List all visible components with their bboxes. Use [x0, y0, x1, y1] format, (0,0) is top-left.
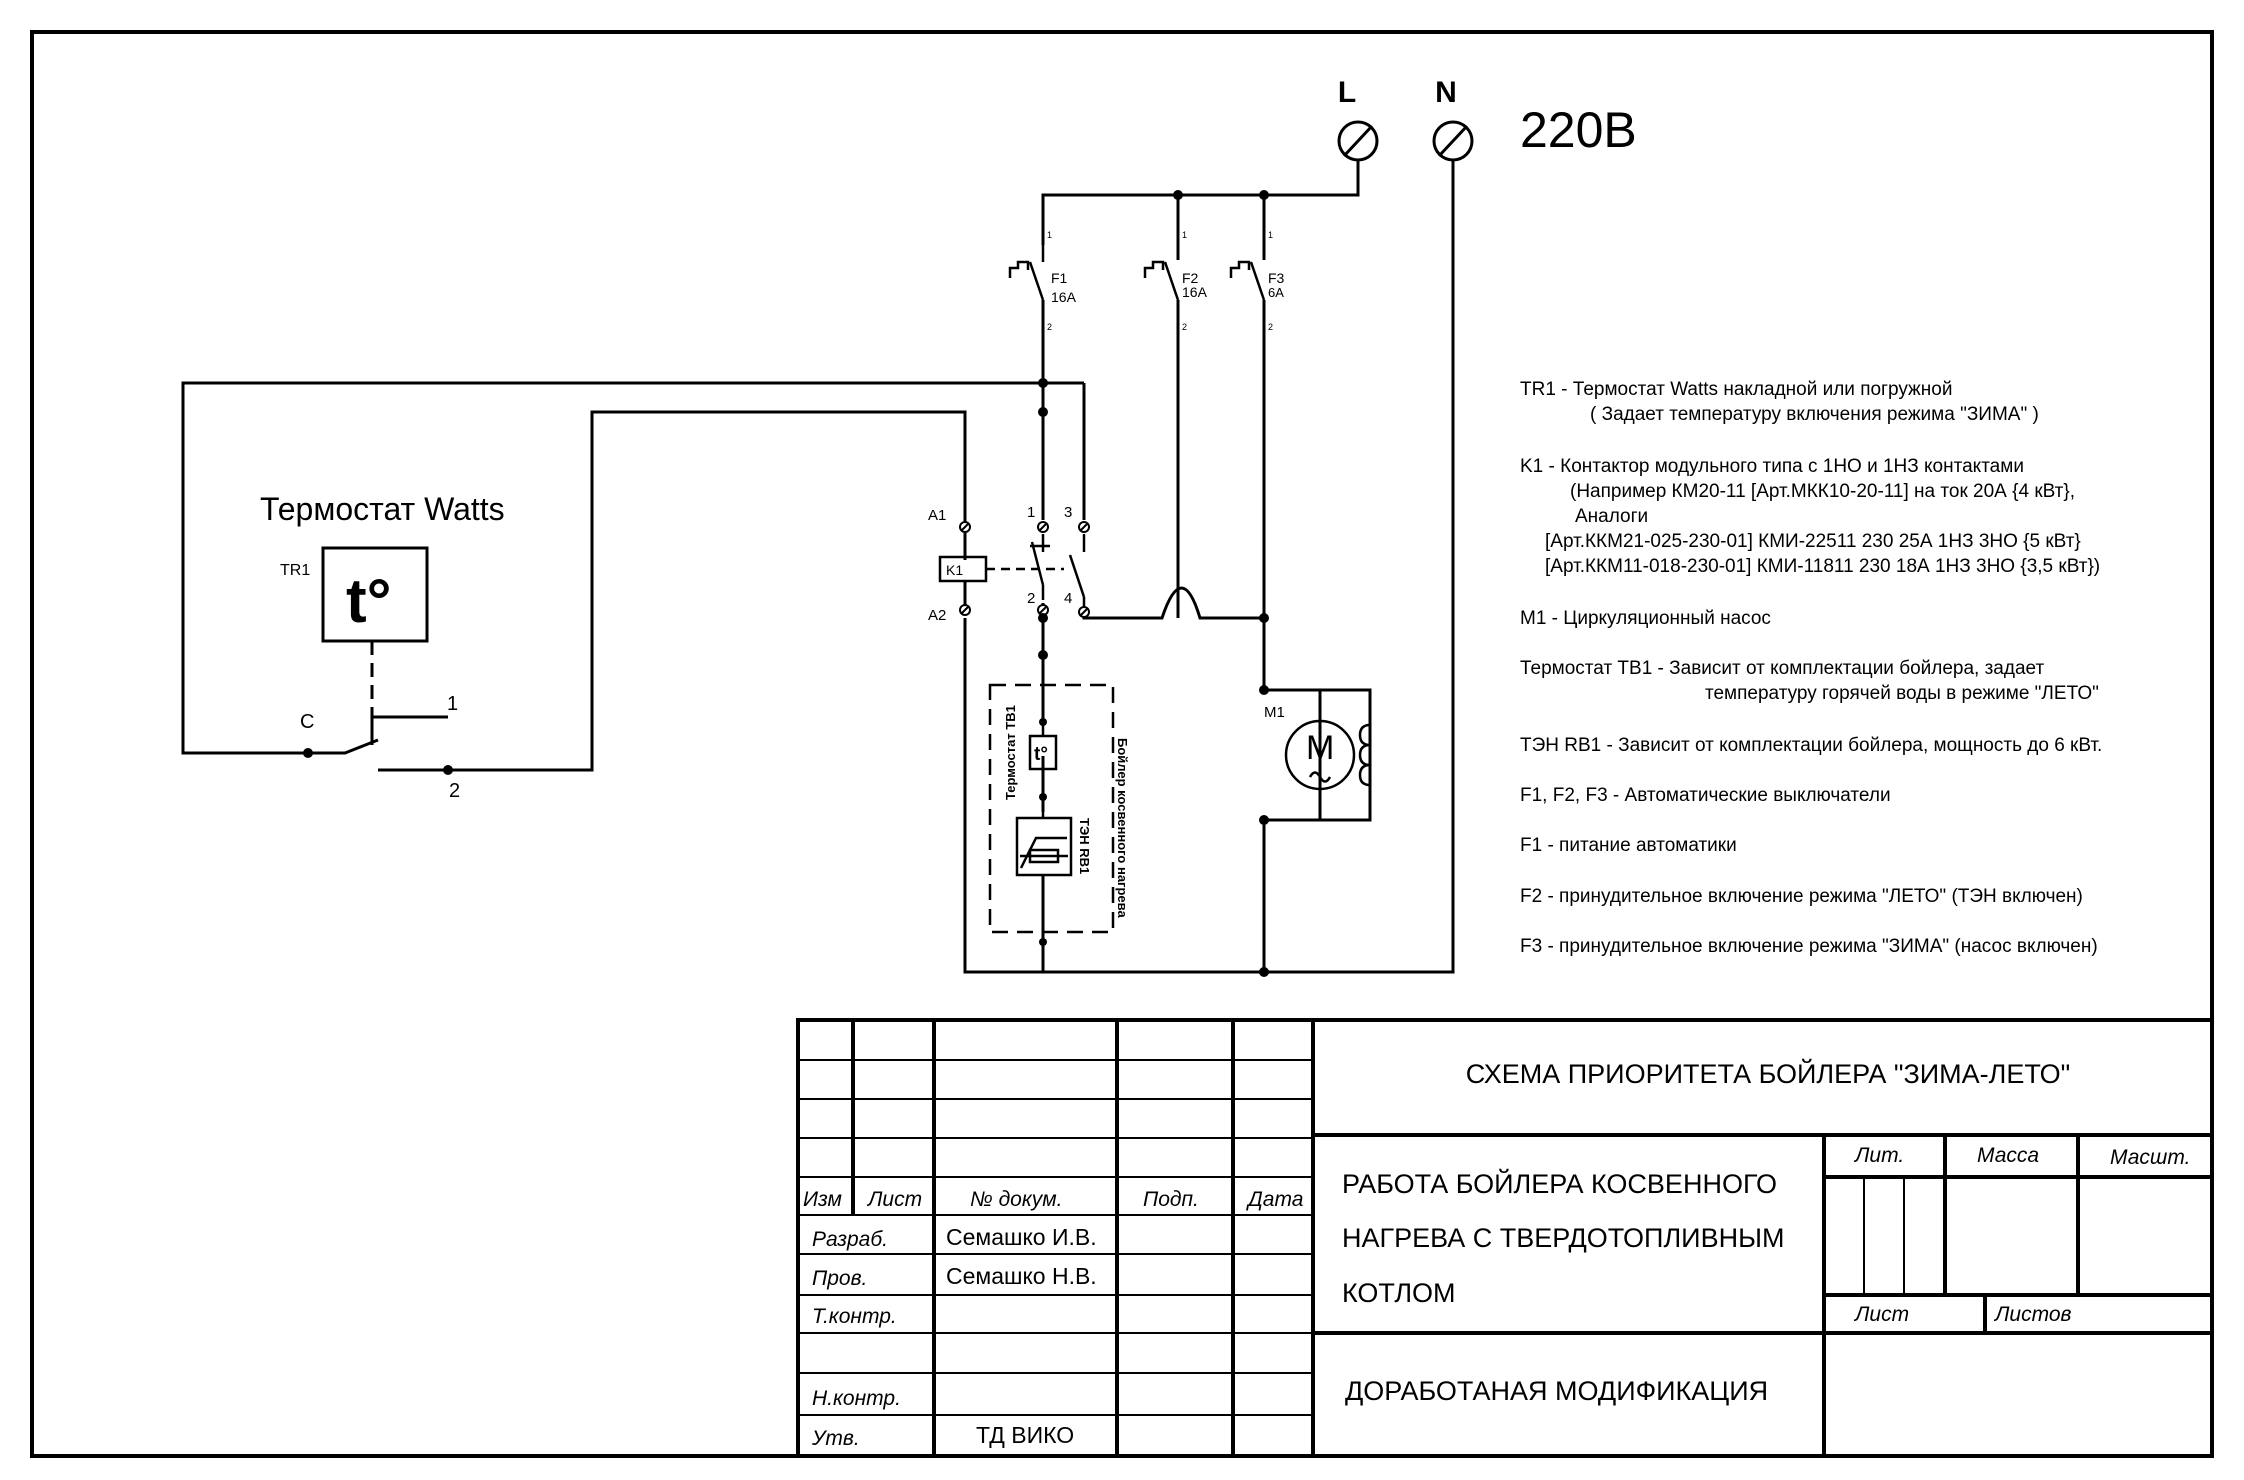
contactor-name: K1 — [946, 562, 963, 578]
legend-line: K1 - Контактор модульного типа с 1НО и 1… — [1520, 456, 2024, 477]
f2-pin-bottom: 2 — [1182, 322, 1187, 332]
boiler — [988, 683, 1115, 934]
f2-pin-top: 1 — [1182, 230, 1187, 240]
tr1-thermostat — [308, 546, 448, 772]
utv-name: ТД ВИКО — [976, 1422, 1074, 1448]
modification-note: ДОРАБОТАНАЯ МОДИФИКАЦИЯ — [1345, 1376, 1768, 1406]
legend-line: F3 - принудительное включение режима "ЗИ… — [1520, 936, 2098, 957]
legend-line: F2 - принудительное включение режима "ЛЕ… — [1520, 886, 2083, 907]
col-docnum: № докум. — [970, 1188, 1063, 1211]
breaker-f2-icon — [1143, 260, 1180, 301]
row-prov: Пров. — [812, 1267, 867, 1290]
col-date: Дата — [1246, 1188, 1303, 1211]
tr1-common-label: C — [300, 711, 314, 733]
prov-name: Семашко Н.В. — [946, 1263, 1097, 1289]
pump-winding-icon — [1358, 723, 1371, 787]
f2-rating: 16A — [1182, 284, 1208, 300]
supply-voltage: 220В — [1520, 102, 1637, 158]
f3-name: F3 — [1268, 270, 1285, 286]
tr1-out2-label: 2 — [449, 780, 460, 802]
legend-line: [Арт.ККМ21-025-230-01] КМИ-22511 230 25А… — [1545, 531, 2081, 552]
drawing-subtitle-3: КОТЛОМ — [1342, 1278, 1456, 1308]
row-razrab: Разраб. — [812, 1228, 888, 1251]
row-utv: Утв. — [811, 1427, 860, 1450]
tr1-box-icon — [321, 546, 429, 643]
drawing-subtitle-2: НАГРЕВА С ТВЕРДОТОПЛИВНЫМ — [1342, 1223, 1784, 1253]
f3-pin-top: 1 — [1268, 230, 1273, 240]
pump-ref: M1 — [1264, 704, 1285, 721]
drawing-subtitle-1: РАБОТА БОЙЛЕРА КОСВЕННОГО — [1342, 1168, 1777, 1199]
boiler-thermostat-symbol: t° — [1034, 744, 1048, 765]
col-lit: Лит. — [1853, 1144, 1904, 1167]
boiler-outline — [988, 683, 1115, 934]
tr1-title: Термостат Watts — [260, 491, 505, 527]
f3-rating: 6A — [1268, 285, 1284, 300]
breaker-labels: 1 F1 16A 2 1 F2 16A 2 1 F3 6A 2 — [1047, 230, 1285, 332]
pump-motor-icon — [1284, 719, 1356, 791]
col-masht: Масшт. — [2110, 1146, 2190, 1169]
tr1-nodes — [303, 748, 453, 775]
boiler-heater-icon — [1015, 816, 1073, 877]
boiler-thermostat-label: Термостат ТВ1 — [1003, 705, 1018, 800]
f1-rating: 16A — [1051, 289, 1077, 305]
f2-name: F2 — [1182, 270, 1199, 286]
boiler-nodes — [1039, 718, 1047, 946]
legend-line: M1 - Циркуляционный насос — [1520, 608, 1771, 629]
f1-pin-top: 1 — [1047, 230, 1052, 240]
row-nkontr: Н.контр. — [812, 1387, 901, 1410]
title-block — [796, 1018, 2214, 1458]
col-sheets: Листов — [1993, 1303, 2072, 1326]
contactor-contact-4: 4 — [1064, 590, 1072, 607]
breaker-f3-icon — [1229, 260, 1266, 301]
legend-line: F1, F2, F3 - Автоматические выключатели — [1520, 785, 1891, 806]
f1-pin-bottom: 2 — [1047, 322, 1052, 332]
tr1-out1-label: 1 — [447, 693, 458, 715]
drawing-title: СХЕМА ПРИОРИТЕТА БОЙЛЕРА "ЗИМА-ЛЕТО" — [1466, 1058, 2071, 1089]
title-block-text: Изм Лист № докум. Подп. Дата Разраб. Сем… — [803, 1058, 2190, 1450]
legend-line: F1 - питание автоматики — [1520, 835, 1737, 856]
f3-pin-bottom: 2 — [1268, 322, 1273, 332]
junction-dots — [1038, 190, 1269, 977]
boiler-label: Бойлер косвенного нагрева — [1115, 738, 1130, 918]
l-terminal-label: L — [1338, 76, 1356, 109]
legend-line: Термостат ТВ1 - Зависит от комплектации … — [1520, 658, 2044, 679]
tr1-symbol: t° — [346, 567, 391, 636]
supply-terminals: L N — [1337, 76, 1474, 162]
legend-line: ТЭН RB1 - Зависит от комплектации бойлер… — [1520, 735, 2102, 756]
breaker-f1-icon — [1008, 245, 1045, 301]
legend: TR1 - Термостат Watts накладной или погр… — [1520, 379, 2102, 957]
col-massa: Масса — [1977, 1144, 2039, 1167]
contactor-labels: K1 A1 A2 1 3 2 4 — [928, 504, 1072, 624]
contactor-a1: A1 — [928, 507, 946, 524]
legend-line: TR1 - Термостат Watts накладной или погр… — [1520, 379, 1952, 400]
contactor-contact-2: 2 — [1027, 590, 1035, 607]
tr1-ref: TR1 — [280, 562, 310, 579]
legend-line: (Например КМ20-11 [Арт.МКК10-20-11] на т… — [1570, 481, 2075, 502]
contactor-contact-1: 1 — [1027, 504, 1035, 521]
boiler-heater-label: ТЭН RB1 — [1077, 818, 1092, 874]
col-sign: Подп. — [1143, 1188, 1199, 1211]
f1-name: F1 — [1051, 270, 1068, 286]
col-sheet: Лист — [1853, 1303, 1909, 1326]
legend-line: температуру горячей воды в режиме "ЛЕТО" — [1705, 683, 2099, 704]
col-izm: Изм — [803, 1188, 842, 1211]
razrab-name: Семашко И.В. — [946, 1224, 1097, 1250]
contactor-contact-3: 3 — [1064, 504, 1072, 521]
wiring — [181, 160, 1455, 974]
title-block-thin — [798, 1059, 1905, 1416]
legend-line: [Арт.ККМ11-018-230-01] КМИ-11811 230 18А… — [1545, 556, 2100, 577]
n-terminal-label: N — [1435, 76, 1457, 109]
breakers — [1008, 245, 1266, 301]
contactor-a2: A2 — [928, 607, 946, 624]
pump-m1 — [1284, 719, 1371, 791]
legend-line: ( Задает температуру включения режима "З… — [1590, 404, 2039, 425]
legend-line: Аналоги — [1575, 506, 1648, 527]
pump-symbol: M — [1306, 729, 1334, 767]
contactor-k1 — [938, 521, 1090, 618]
row-tkontr: Т.контр. — [812, 1305, 897, 1328]
col-list: Лист — [866, 1188, 922, 1211]
